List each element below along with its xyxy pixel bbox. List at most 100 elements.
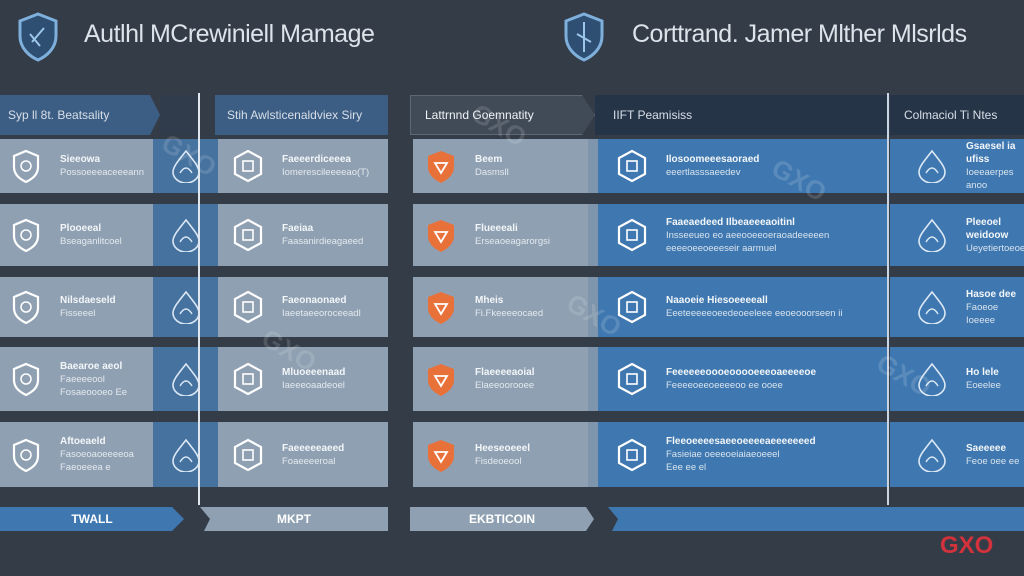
hexagon-icon (233, 290, 263, 324)
app-title: Autlhl MCrewiniell Mamage (84, 20, 375, 48)
row-text: Fasieiae oeeeoeiaiaeoeeel (666, 449, 780, 460)
shield-icon (12, 438, 40, 472)
column-header-1[interactable]: Syp ll 8t. Beatsality (0, 95, 160, 135)
row-text: Baearoe aeol (60, 360, 123, 372)
row-text: Flaeeeeaoial (475, 367, 535, 378)
column-header-4[interactable]: IIFT Peamisiss (595, 95, 888, 135)
row-text: Faeiaa (282, 223, 314, 234)
row-text: Eoeelee (966, 380, 1001, 391)
row-text: Feoe oee ee (966, 455, 1020, 467)
orange-shield-icon (428, 439, 454, 472)
row-text: Iaeetaeeoroceeadl (282, 308, 361, 319)
step-2-button[interactable]: MKPT (200, 507, 388, 531)
security-drop-icon (171, 362, 200, 396)
column-header-5[interactable]: Colmaciol Ti Ntes (890, 95, 1024, 135)
column-header-label: Stih Awlsticenaldviex Siry (227, 108, 363, 122)
security-icon (918, 290, 946, 324)
row-edge (588, 347, 598, 411)
security-icon (918, 362, 946, 396)
row-edge (588, 204, 598, 266)
row-text: Faeeerdiceeea (282, 154, 351, 165)
shield-logo-icon (18, 12, 58, 62)
row-action[interactable] (153, 277, 218, 337)
hexagon-icon (617, 362, 647, 396)
row-text: Naaoeie Hiesoeeeeall (666, 295, 768, 306)
step-3-button[interactable]: EKBTICOIN (410, 507, 594, 531)
row-text: Sieeowa (60, 154, 101, 165)
list-item[interactable]: Ilosoomeeesaoraed eeertlasssaeedev (598, 139, 888, 193)
hexagon-icon (233, 438, 263, 471)
column-header-3[interactable]: Lattrnnd Goemnatity (410, 95, 595, 135)
row-text: Nilsdaeseld (60, 295, 116, 306)
row-text: Heeseoeeel (475, 442, 531, 454)
row-text: Flueeeali (475, 223, 518, 234)
brand-logo: GXO (940, 532, 994, 559)
row-action[interactable] (153, 422, 218, 487)
hexagon-icon (617, 149, 647, 183)
row-text: Hasoe dee (966, 288, 1017, 300)
row-text: Ioeeaerpes anoo (966, 167, 1014, 191)
column-header-label: Lattrnnd Goemnatity (425, 108, 534, 122)
step-label: MKPT (277, 512, 311, 526)
orange-shield-icon (428, 151, 454, 183)
row-text: Ilosoomeeesaoraed (666, 154, 760, 165)
orange-shield-icon (428, 292, 454, 324)
list-item[interactable]: Pleeoel weidoowUeyetiertoeoeeeec (890, 204, 1024, 266)
hexagon-icon (617, 218, 647, 252)
row-text: Saeeeee (966, 442, 1007, 454)
row-text: Foaeeeeroal (282, 455, 336, 467)
row-text: Faeoeeea e (60, 462, 111, 473)
row-text: Possoeeeaceeeann (60, 167, 144, 178)
row-edge (588, 139, 598, 193)
shield-logo-icon (564, 12, 604, 62)
row-text: Elaeeoorooee (475, 380, 535, 391)
row-text: Bseaganlitcoel (60, 236, 122, 247)
step-4-button[interactable] (608, 507, 1024, 531)
step-label: TWALL (71, 512, 113, 526)
row-text: Mheis (475, 295, 504, 306)
security-drop-icon (171, 149, 200, 183)
row-action[interactable] (153, 204, 218, 266)
row-action[interactable] (153, 347, 218, 411)
row-text: Faasanirdieagaeed (282, 236, 364, 247)
row-text: Aftoeaeld (60, 436, 106, 447)
shield-icon (12, 149, 40, 183)
hexagon-icon (617, 290, 647, 324)
row-text: eeertlasssaeedev (666, 167, 741, 178)
row-edge (588, 422, 598, 487)
row-action[interactable] (153, 139, 218, 193)
orange-shield-icon (428, 220, 454, 252)
step-1-button[interactable]: TWALL (0, 507, 184, 531)
row-text: Faoeoe Ioeeee (966, 301, 999, 326)
column-header-spacer (160, 95, 198, 135)
security-icon (918, 149, 946, 183)
row-text: Iomerescileeeeao(T) (282, 167, 370, 178)
column-header-label: Syp ll 8t. Beatsality (8, 108, 110, 122)
row-text: Fi.Fkeeeeocaed (475, 308, 544, 319)
column-header-2[interactable]: Stih Awlsticenaldviex Siry (215, 95, 388, 135)
divider-line (887, 93, 889, 505)
